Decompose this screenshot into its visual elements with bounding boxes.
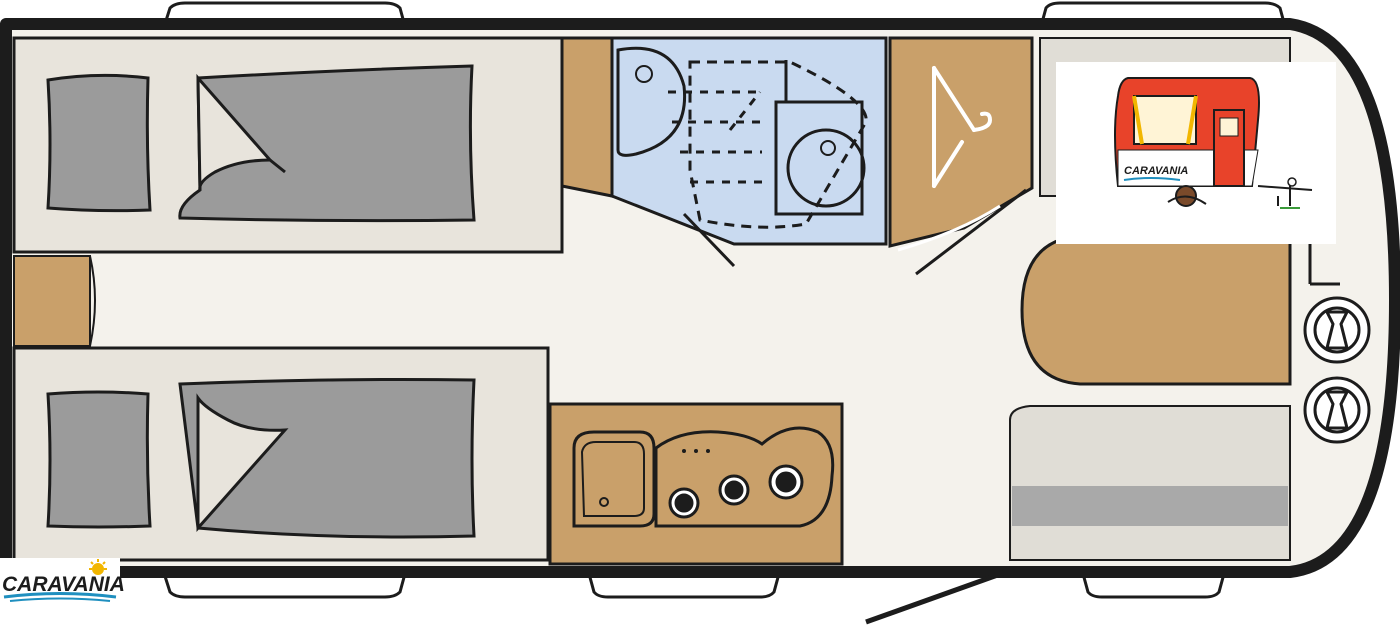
sink-icon xyxy=(572,430,656,528)
single-bed-lower xyxy=(12,346,550,562)
dinette-seat xyxy=(1009,405,1291,561)
entry-door xyxy=(865,569,1007,625)
wardrobe xyxy=(888,36,1034,276)
duvet xyxy=(178,64,476,223)
duvet-fold xyxy=(196,73,274,191)
hanger-icon xyxy=(932,66,993,188)
toilet xyxy=(774,100,864,216)
sun-icon xyxy=(89,559,107,575)
stove-burner-icon xyxy=(668,464,804,519)
rear-cabinet xyxy=(13,255,91,347)
kitchen-counter xyxy=(548,402,844,566)
pillow xyxy=(46,390,152,529)
brand-logo: CARAVANIA xyxy=(0,558,125,604)
washroom xyxy=(610,36,888,268)
brand-logo-text: CARAVANIA xyxy=(2,573,125,596)
wash-basin xyxy=(616,46,687,157)
pillow xyxy=(46,73,152,213)
dinette-table xyxy=(1020,234,1292,386)
inset-logo: CARAVANIA xyxy=(1124,165,1188,177)
shower-tray-icon xyxy=(688,60,868,229)
front-locker xyxy=(1303,230,1371,444)
seat-cushion xyxy=(1012,486,1288,526)
inset-caravan-illustration: CARAVANIA xyxy=(1056,62,1336,244)
wheel-icon xyxy=(1303,296,1371,364)
wheel-icon xyxy=(1303,376,1371,444)
single-bed-upper xyxy=(12,36,564,254)
hob xyxy=(654,426,835,528)
washroom-wall-left xyxy=(560,36,614,198)
duvet-fold xyxy=(196,393,289,532)
duvet xyxy=(178,378,476,539)
